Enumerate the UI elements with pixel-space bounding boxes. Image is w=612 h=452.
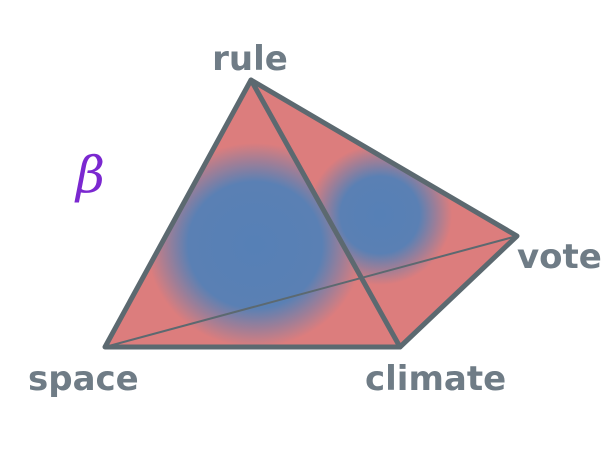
edge-rule-climate: [248, 77, 403, 350]
vertex-label-climate: climate: [365, 359, 506, 399]
beta-symbol: β: [74, 146, 105, 204]
vertex-label-rule: rule: [212, 39, 288, 79]
vertex-label-space: space: [28, 359, 139, 399]
vertex-label-vote: vote: [517, 237, 602, 277]
edge-space-vote: [104, 235, 518, 348]
face-rule-space-climate: [105, 80, 400, 347]
